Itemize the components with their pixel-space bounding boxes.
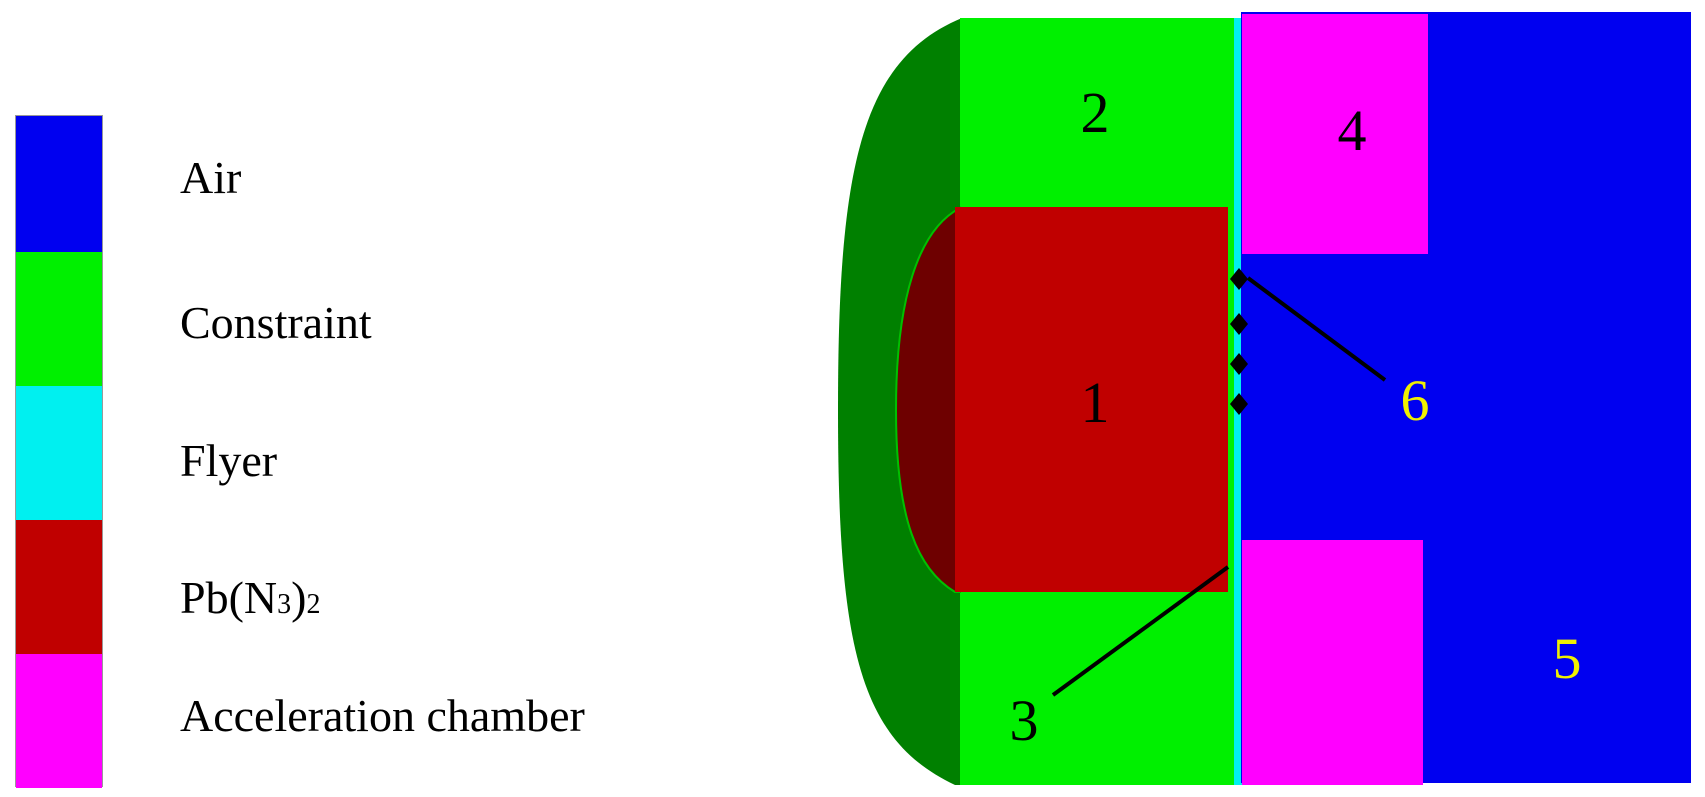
pb-label-sub2: 2 — [306, 589, 321, 620]
legend-swatch-air — [16, 116, 102, 252]
pb-label-base: Pb(N — [180, 572, 278, 623]
explosive-face — [955, 207, 1228, 592]
region-label-4: 4 — [1338, 98, 1367, 163]
callout-line-3 — [1051, 565, 1230, 697]
callout-line-6 — [1246, 276, 1387, 382]
region-label-2: 2 — [1081, 80, 1110, 145]
legend-label-acceleration-chamber: Acceleration chamber — [180, 690, 585, 741]
legend-label-constraint: Constraint — [180, 297, 372, 348]
acceleration-chamber-lower — [1242, 540, 1423, 785]
legend-label-air: Air — [180, 152, 242, 203]
legend-color-bar — [15, 115, 103, 788]
pb-label-sub3: 3 — [277, 589, 292, 620]
region-label-6: 6 — [1401, 368, 1430, 433]
probe-marker-1 — [1230, 268, 1248, 290]
probe-marker-3 — [1230, 353, 1248, 375]
region-label-3: 3 — [1010, 688, 1039, 753]
acceleration-chamber-upper — [1242, 14, 1428, 254]
probe-marker-4 — [1230, 393, 1248, 415]
legend-swatch-lead-azide — [16, 520, 102, 654]
legend-swatch-acceleration-chamber — [16, 654, 102, 788]
legend-swatch-flyer — [16, 386, 102, 520]
legend-label-lead-azide: Pb(N3)2 — [180, 575, 320, 621]
legend-swatch-constraint — [16, 252, 102, 386]
region-label-5: 5 — [1553, 626, 1582, 691]
pb-label-paren: ) — [291, 572, 307, 623]
legend-label-flyer: Flyer — [180, 435, 278, 486]
explosive-side-face — [894, 206, 961, 593]
probe-marker-2 — [1230, 313, 1248, 335]
region-label-1: 1 — [1081, 370, 1110, 435]
